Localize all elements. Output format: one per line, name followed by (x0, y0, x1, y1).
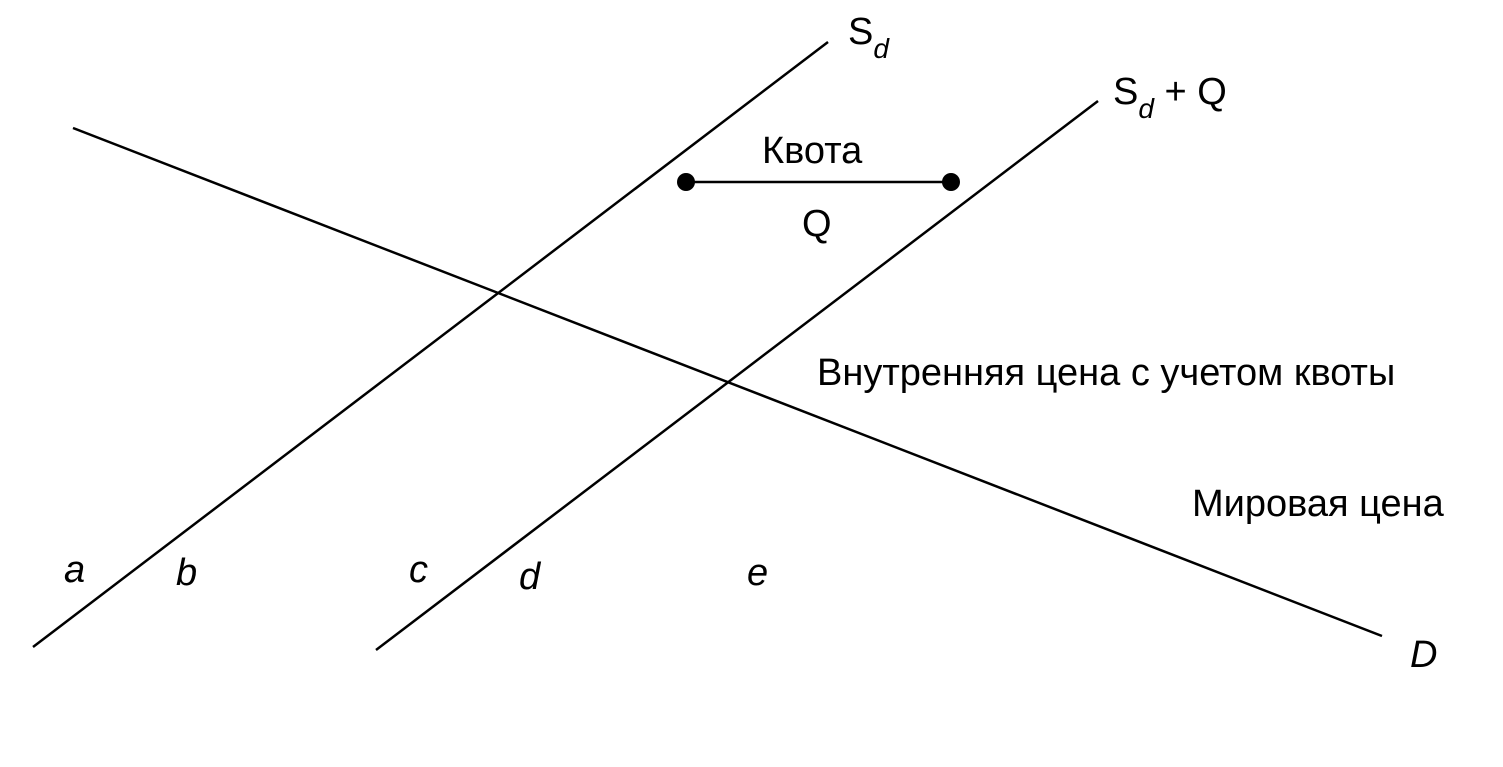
supply-with-quota-line (375, 100, 1099, 651)
supply-with-quota-label: Sd + Q (1113, 71, 1227, 124)
point-label-d: d (519, 556, 542, 598)
demand-label: D (1410, 634, 1437, 676)
quota-symbol: Q (802, 203, 832, 245)
quota-title: Квота (762, 130, 863, 172)
world-price-label: Мировая цена (1192, 483, 1445, 525)
quota-dot-left (677, 173, 695, 191)
point-label-a: a (64, 549, 85, 591)
internal-price-label: Внутренняя цена с учетом квоты (817, 352, 1395, 394)
quota-dot-right (942, 173, 960, 191)
supply-domestic-label: Sd (848, 11, 890, 64)
point-label-c: c (409, 549, 428, 591)
supply-domestic-line (32, 41, 829, 648)
point-label-b: b (176, 552, 197, 594)
point-label-e: e (747, 552, 768, 594)
